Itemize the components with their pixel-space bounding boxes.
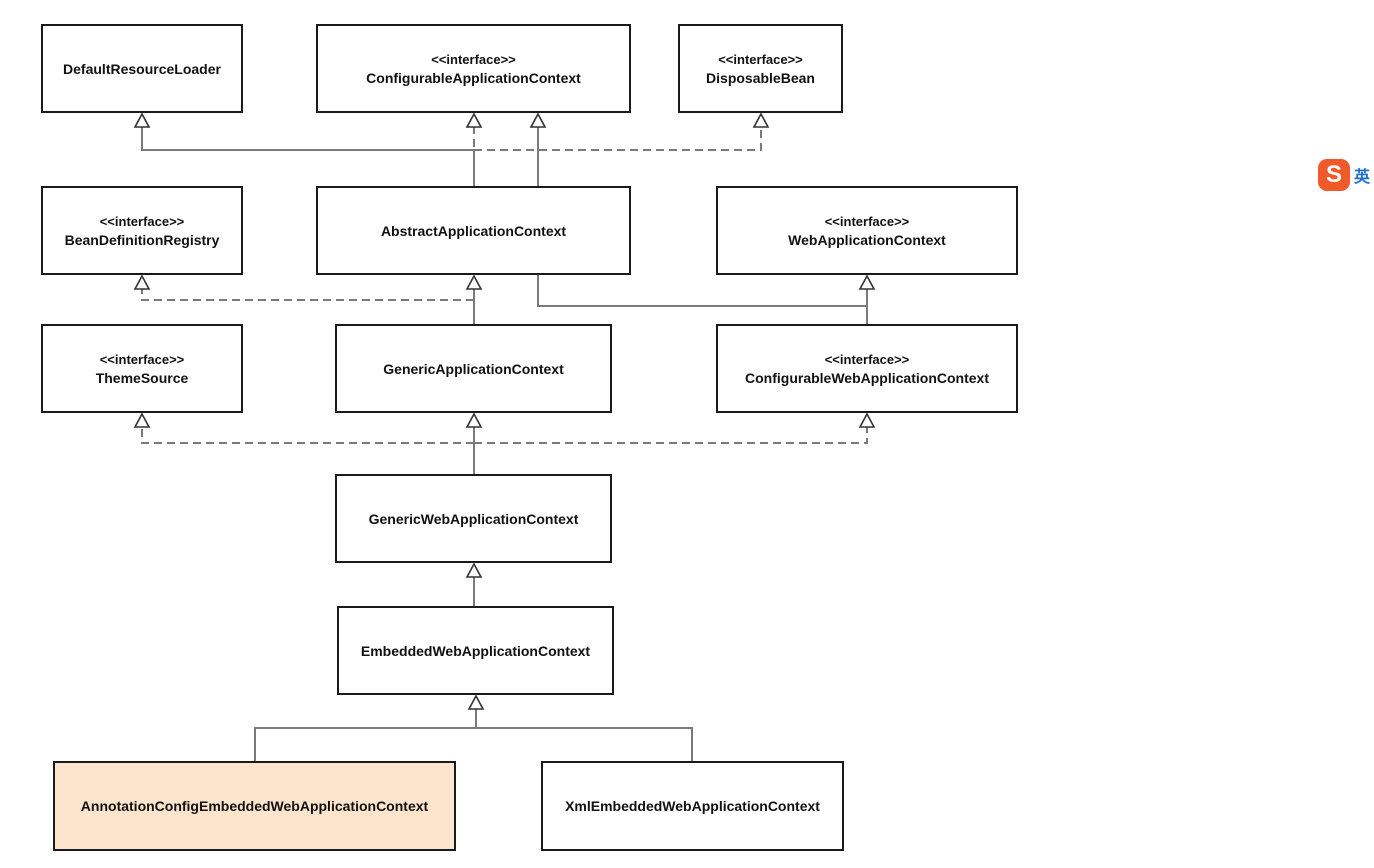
edge-implements-configurable-web-application-context <box>474 427 868 444</box>
interface-box-configurable-web-application-context[interactable]: <<interface>> ConfigurableWebApplication… <box>716 324 1018 413</box>
sogou-logo-icon: S <box>1318 159 1350 191</box>
arrowhead-bean-definition-registry <box>133 274 151 290</box>
class-box-abstract-application-context[interactable]: AbstractApplicationContext <box>316 186 631 275</box>
arrowhead-generic-application-context <box>465 412 483 428</box>
edge-implements-bean-definition-registry <box>141 289 474 301</box>
class-name: EmbeddedWebApplicationContext <box>360 642 591 659</box>
class-name: BeanDefinitionRegistry <box>64 231 220 248</box>
ime-status-badge[interactable]: S 英 <box>1318 158 1374 192</box>
class-box-default-resource-loader[interactable]: DefaultResourceLoader <box>41 24 243 113</box>
stereotype-label: <<interface>> <box>99 213 185 229</box>
interface-box-web-application-context[interactable]: <<interface>> WebApplicationContext <box>716 186 1018 275</box>
stereotype-label: <<interface>> <box>824 351 910 367</box>
stereotype-label: <<interface>> <box>99 351 185 367</box>
class-name: ThemeSource <box>95 369 189 386</box>
class-name: DisposableBean <box>706 69 815 86</box>
edge-extends-default-resource-loader <box>141 127 475 186</box>
arrowhead-embedded-web-application-context <box>467 694 485 710</box>
arrowhead-configurable-application-context-right <box>529 112 547 128</box>
class-name: ConfigurableApplicationContext <box>366 69 581 86</box>
class-box-generic-web-application-context[interactable]: GenericWebApplicationContext <box>335 474 612 563</box>
arrowhead-web-application-context <box>858 274 876 290</box>
stereotype-label: <<interface>> <box>824 213 910 229</box>
class-box-xml-embedded-web-application-context[interactable]: XmlEmbeddedWebApplicationContext <box>541 761 844 851</box>
class-name: DefaultResourceLoader <box>63 60 221 77</box>
edge-subclass-bus <box>254 727 693 761</box>
class-name: GenericApplicationContext <box>383 360 564 377</box>
arrowhead-configurable-application-context-left <box>465 112 483 128</box>
interface-box-bean-definition-registry[interactable]: <<interface>> BeanDefinitionRegistry <box>41 186 243 275</box>
stereotype-label: <<interface>> <box>718 51 803 67</box>
interface-box-disposable-bean[interactable]: <<interface>> DisposableBean <box>678 24 843 113</box>
inheritance-arrowheads <box>133 112 876 710</box>
class-name: XmlEmbeddedWebApplicationContext <box>565 798 820 814</box>
arrowhead-configurable-web-application-context <box>858 412 876 428</box>
arrowhead-generic-web-application-context <box>465 562 483 578</box>
class-name: GenericWebApplicationContext <box>368 510 579 527</box>
interface-box-configurable-application-context[interactable]: <<interface>> ConfigurableApplicationCon… <box>316 24 631 113</box>
class-name: ConfigurableWebApplicationContext <box>745 369 989 386</box>
interface-box-theme-source[interactable]: <<interface>> ThemeSource <box>41 324 243 413</box>
ime-mode-label: 英 <box>1354 167 1371 186</box>
class-box-annotation-config-embedded-web-application-context[interactable]: AnnotationConfigEmbeddedWebApplicationCo… <box>53 761 456 851</box>
class-name: WebApplicationContext <box>788 231 946 248</box>
arrowhead-default-resource-loader <box>133 112 151 128</box>
class-box-generic-application-context[interactable]: GenericApplicationContext <box>335 324 612 413</box>
class-name: AnnotationConfigEmbeddedWebApplicationCo… <box>80 798 429 814</box>
arrowhead-theme-source <box>133 412 151 428</box>
stereotype-label: <<interface>> <box>431 51 516 67</box>
class-name: AbstractApplicationContext <box>380 222 567 239</box>
edge-implements-theme-source <box>141 427 474 444</box>
class-box-embedded-web-application-context[interactable]: EmbeddedWebApplicationContext <box>337 606 614 695</box>
edge-implements-disposable-bean <box>474 127 762 151</box>
arrowhead-disposable-bean <box>752 112 770 128</box>
arrowhead-abstract-application-context <box>465 274 483 290</box>
